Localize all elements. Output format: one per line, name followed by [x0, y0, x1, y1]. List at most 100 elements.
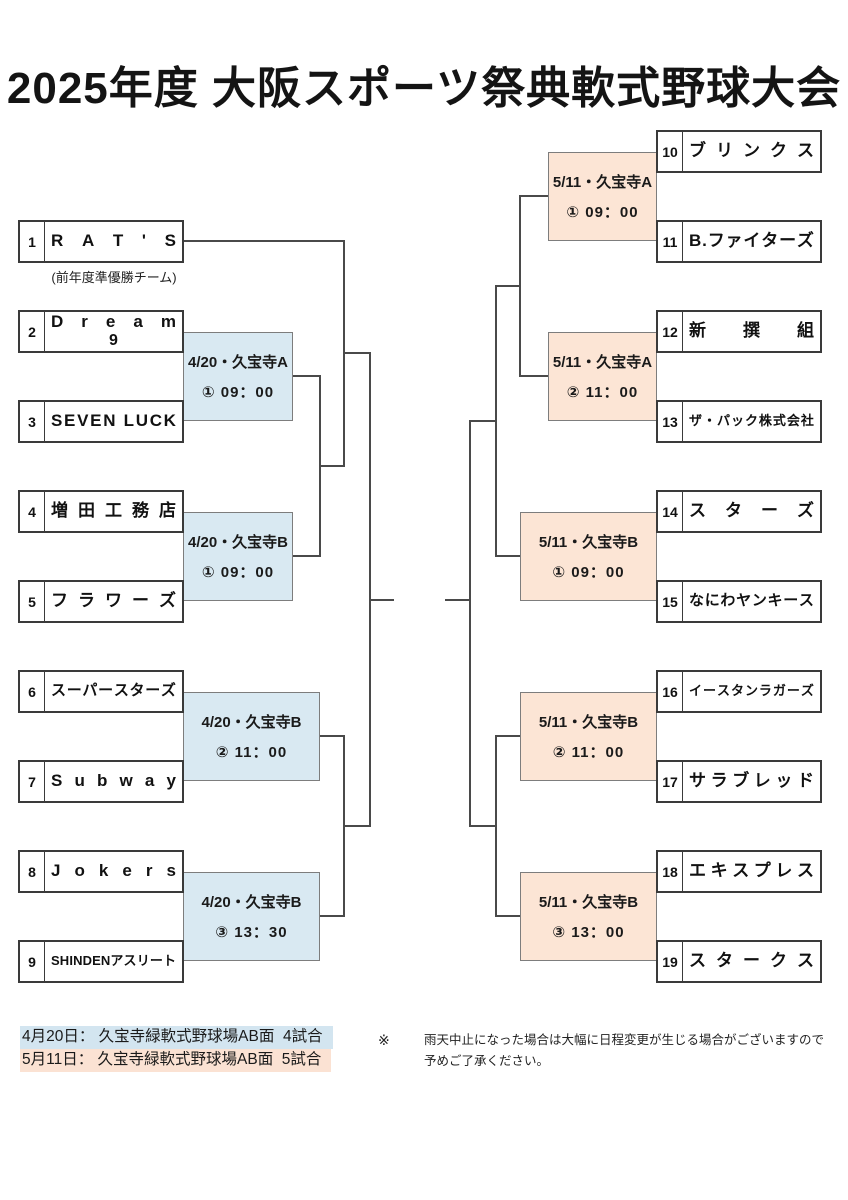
team-name: なにわヤンキース: [689, 592, 814, 610]
team-number: 10: [658, 132, 683, 171]
match-time-label: ② 11：00: [552, 744, 625, 761]
team-name-cell: サラブレッド: [683, 762, 820, 801]
team-number: 15: [658, 582, 683, 621]
bracket-line: [320, 915, 344, 917]
match-venue-label: 5/11・久宝寺A: [552, 354, 653, 371]
team-name-cell: エキスプレス: [683, 852, 820, 891]
team-number: 16: [658, 672, 683, 711]
schedule-legend: 4月20日： 久宝寺緑軟式野球場AB面 4試合 5月11日： 久宝寺緑軟式野球場…: [20, 1026, 333, 1073]
team-name: フラワーズ: [51, 591, 176, 611]
team-6: 6 スーパースターズ: [18, 670, 184, 713]
team-14: 14 スターズ: [656, 490, 822, 533]
bracket-line: [293, 375, 320, 377]
bracket-line: [320, 735, 344, 737]
team-number: 9: [20, 942, 45, 981]
bracket-line: [470, 420, 496, 422]
note-line-1: 雨天中止になった場合は大幅に日程変更が生じる場合がございますので: [424, 1033, 825, 1047]
team-number: 6: [20, 672, 45, 711]
team-number: 2: [20, 312, 45, 351]
team-13: 13 ザ・パック株式会社: [656, 400, 822, 443]
team-name-cell: 増田工務店: [45, 492, 182, 531]
team-name: ブリンクス: [689, 141, 814, 161]
match-R-B2: 5/11・久宝寺B ② 11：00: [520, 692, 657, 781]
team-annotation: (前年度準優勝チーム): [51, 270, 177, 285]
team-name-cell: ブリンクス: [683, 132, 820, 171]
match-venue-label: 5/11・久宝寺A: [552, 174, 653, 191]
bracket-line: [496, 735, 520, 737]
bracket-line: [320, 465, 344, 467]
bracket-line: [520, 375, 548, 377]
bracket-line: [344, 352, 370, 354]
match-venue-label: 4/20・久宝寺A: [187, 354, 289, 371]
match-venue-label: 4/20・久宝寺B: [201, 714, 302, 731]
team-name: エキスプレス: [689, 861, 814, 881]
team-17: 17 サラブレッド: [656, 760, 822, 803]
team-number: 19: [658, 942, 683, 981]
team-16: 16 イースタンラガーズ: [656, 670, 822, 713]
team-name-cell: B.ファイターズ: [683, 222, 820, 261]
team-name-cell: ザ・パック株式会社: [683, 402, 820, 441]
team-name-cell: スタークス: [683, 942, 820, 981]
team-name: スタークス: [689, 951, 814, 971]
match-L-B2: 4/20・久宝寺B ② 11：00: [183, 692, 320, 781]
team-19: 19 スタークス: [656, 940, 822, 983]
match-time-label: ① 09：00: [201, 564, 275, 581]
match-L-B1: 4/20・久宝寺B ① 09：00: [183, 512, 293, 601]
legend-april-20: 4月20日： 久宝寺緑軟式野球場AB面 4試合: [20, 1026, 333, 1050]
team-number: 5: [20, 582, 45, 621]
page-title: 2025年度 大阪スポーツ祭典軟式野球大会: [6, 64, 842, 113]
legend-may-11: 5月11日： 久宝寺緑軟式野球場AB面 5試合: [20, 1049, 332, 1073]
match-venue-label: 5/11・久宝寺B: [538, 534, 639, 551]
match-time-label: ① 09：00: [201, 384, 275, 401]
match-time-label: ① 09：00: [566, 204, 639, 221]
team-15: 15 なにわヤンキース: [656, 580, 822, 623]
team-name-cell: なにわヤンキース: [683, 582, 820, 621]
match-venue-label: 4/20・久宝寺B: [201, 894, 302, 911]
match-R-A1: 5/11・久宝寺A ① 09：00: [548, 152, 657, 241]
team-name: 新撰組: [689, 321, 814, 341]
team-name-cell: フラワーズ: [45, 582, 182, 621]
bracket-line: [293, 555, 320, 557]
bracket-line: [445, 599, 470, 601]
team-number: 1: [20, 222, 45, 261]
team-number: 7: [20, 762, 45, 801]
bracket-line: [469, 420, 471, 827]
bracket-line: [495, 285, 497, 557]
team-number: 8: [20, 852, 45, 891]
team-10: 10 ブリンクス: [656, 130, 822, 173]
team-name: B.ファイターズ: [689, 231, 814, 251]
match-time-label: ② 11：00: [566, 384, 639, 401]
team-name: スターズ: [689, 501, 814, 521]
note-marker: ※: [378, 1032, 390, 1048]
team-name-cell: 新撰組: [683, 312, 820, 351]
match-time-label: ① 09：00: [552, 564, 625, 581]
team-4: 4 増田工務店: [18, 490, 184, 533]
bracket-line: [184, 240, 344, 242]
match-venue-label: 5/11・久宝寺B: [538, 894, 639, 911]
bracket-line: [520, 195, 548, 197]
team-number: 14: [658, 492, 683, 531]
team-number: 3: [20, 402, 45, 441]
match-R-B1: 5/11・久宝寺B ① 09：00: [520, 512, 657, 601]
note-line-2: 予めご了承ください。: [424, 1054, 550, 1069]
team-name-line2: 9: [109, 331, 118, 349]
team-name: 増田工務店: [51, 501, 176, 521]
match-venue-label: 4/20・久宝寺B: [187, 534, 289, 551]
team-name: ザ・パック株式会社: [689, 413, 814, 429]
match-time-label: ③ 13：30: [215, 924, 288, 941]
team-18: 18 エキスプレス: [656, 850, 822, 893]
team-5: 5 フラワーズ: [18, 580, 184, 623]
match-R-B3: 5/11・久宝寺B ③ 13：00: [520, 872, 657, 961]
match-time-label: ③ 13：00: [552, 924, 625, 941]
